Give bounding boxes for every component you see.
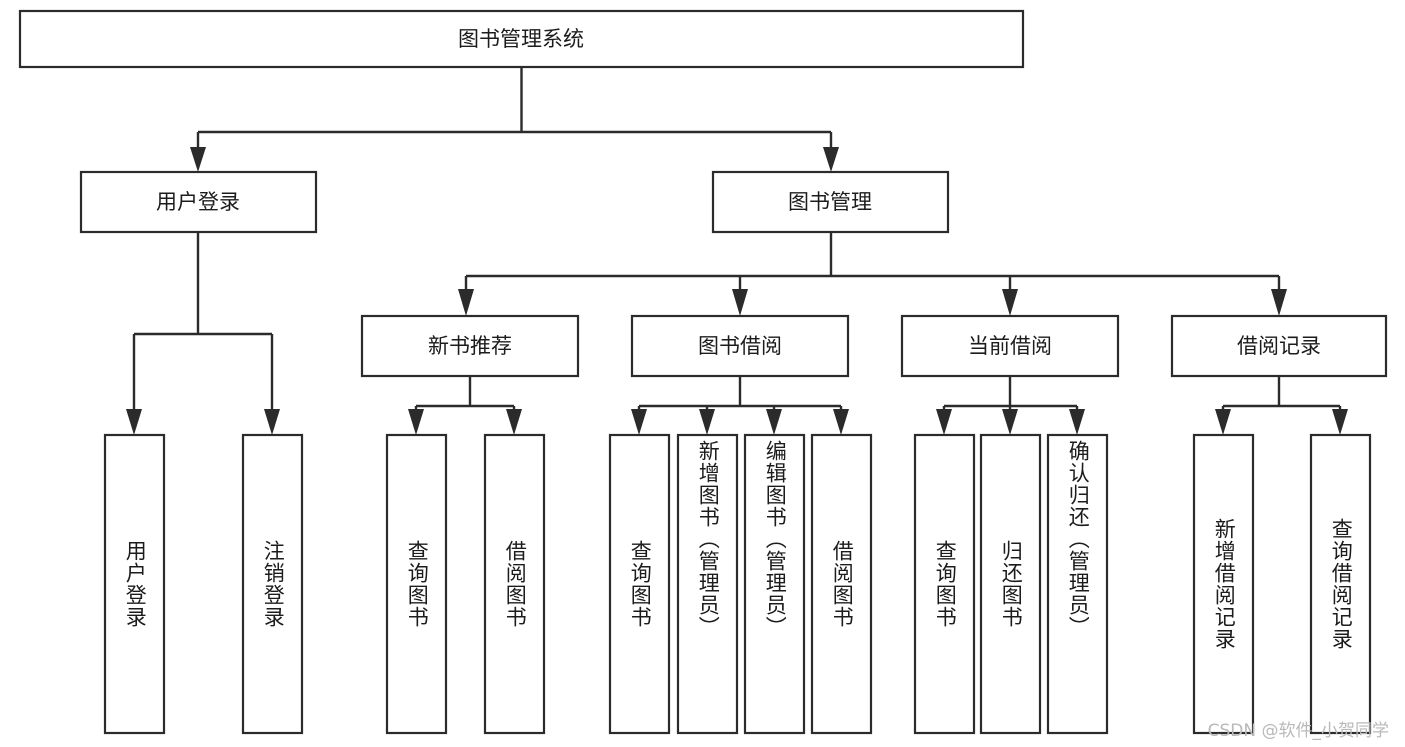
arrow-head-icon (408, 409, 424, 435)
leaf-box-confirm-return[interactable] (1046, 433, 1109, 735)
leaf-box-borrow-book-1[interactable] (483, 433, 546, 735)
arrow-head-icon (190, 147, 206, 172)
leaf-box-query-record[interactable] (1309, 433, 1372, 735)
connector-book-manage-to-level3 (458, 232, 1287, 316)
leaf-boxes-borrow-record (1192, 433, 1372, 735)
arrow-head-icon (1332, 409, 1348, 435)
arrow-head-icon (1069, 409, 1085, 435)
node-new-book-rec[interactable]: 新书推荐 (360, 314, 580, 378)
arrow-head-icon (1215, 409, 1231, 435)
arrow-head-icon (1271, 289, 1287, 316)
connector-root-to-level2 (190, 67, 839, 172)
leaf-boxes-new-book-rec (385, 433, 546, 735)
arrow-head-icon (823, 147, 839, 172)
connector-current-borrow-to-leaves (936, 376, 1085, 435)
node-root-label: 图书管理系统 (458, 27, 584, 51)
leaf-box-return-book[interactable] (979, 433, 1042, 735)
arrow-head-icon (264, 409, 280, 435)
node-book-manage[interactable]: 图书管理 (711, 170, 950, 234)
arrow-head-icon (506, 409, 522, 435)
arrow-head-icon (1002, 289, 1018, 316)
connector-new-book-rec-to-leaves (408, 376, 522, 435)
leaf-boxes-current-borrow (913, 433, 1109, 735)
arrow-head-icon (766, 409, 782, 435)
leaf-box-query-book-2[interactable] (608, 433, 671, 735)
arrow-head-icon (458, 289, 474, 316)
node-new-book-rec-label: 新书推荐 (428, 334, 512, 358)
node-book-manage-label: 图书管理 (788, 190, 872, 214)
leaf-boxes-book-borrow (608, 433, 873, 735)
arrow-head-icon (833, 409, 849, 435)
node-book-borrow-label: 图书借阅 (698, 334, 782, 358)
leaf-box-logout[interactable] (241, 433, 304, 735)
node-book-borrow[interactable]: 图书借阅 (630, 314, 850, 378)
node-current-borrow-label: 当前借阅 (968, 334, 1052, 358)
connector-user-login-to-leaves (126, 232, 280, 435)
leaf-box-query-book-1[interactable] (385, 433, 448, 735)
node-user-login[interactable]: 用户登录 (79, 170, 318, 234)
arrow-head-icon (732, 289, 748, 316)
leaf-boxes-user-login (103, 433, 304, 735)
node-current-borrow[interactable]: 当前借阅 (900, 314, 1120, 378)
leaf-box-user-login[interactable] (103, 433, 166, 735)
leaf-box-query-book-3[interactable] (913, 433, 976, 735)
arrow-head-icon (699, 409, 715, 435)
node-borrow-record[interactable]: 借阅记录 (1170, 314, 1388, 378)
leaf-box-edit-book[interactable] (743, 433, 806, 735)
connector-book-borrow-to-leaves (631, 376, 849, 435)
connector-borrow-record-to-leaves (1215, 376, 1348, 435)
arrow-head-icon (126, 409, 142, 435)
arrow-head-icon (936, 409, 952, 435)
arrow-head-icon (1002, 409, 1018, 435)
leaf-box-add-record[interactable] (1192, 433, 1255, 735)
leaf-box-add-book[interactable] (676, 433, 739, 735)
node-user-login-label: 用户登录 (156, 190, 240, 214)
node-borrow-record-label: 借阅记录 (1237, 334, 1321, 358)
arrow-head-icon (631, 409, 647, 435)
node-root[interactable]: 图书管理系统 (18, 9, 1025, 69)
leaf-box-borrow-book-2[interactable] (810, 433, 873, 735)
